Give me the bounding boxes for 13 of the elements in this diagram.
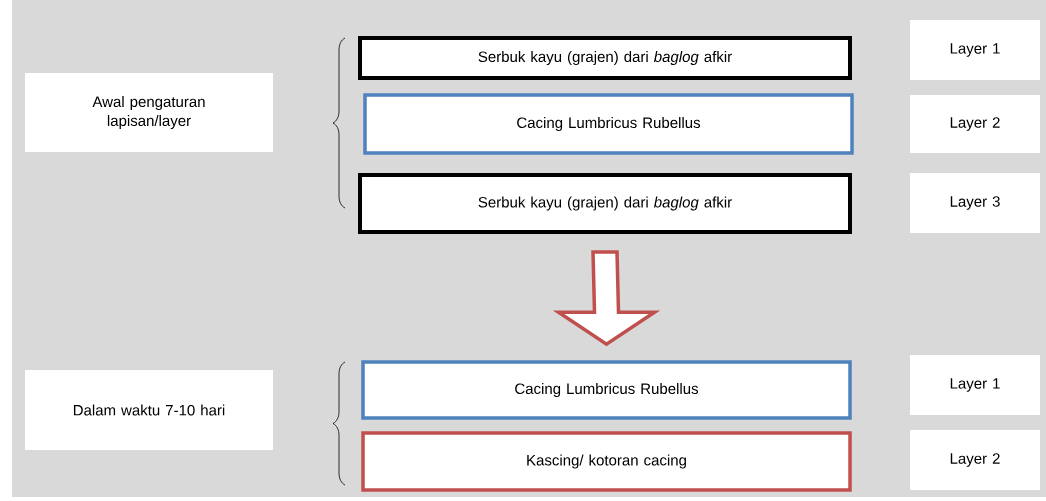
layer-box: Serbuk kayu (grajen) dari baglog afkir bbox=[358, 173, 852, 234]
note-box: Dalam waktu 7-10 hari bbox=[25, 370, 273, 450]
layer-box: Serbuk kayu (grajen) dari baglog afkir bbox=[358, 36, 852, 80]
block-arrow bbox=[552, 250, 661, 347]
layer-label: Layer 1 bbox=[910, 20, 1040, 80]
layer-box: Cacing Lumbricus Rubellus bbox=[361, 360, 852, 420]
layer-box: Cacing Lumbricus Rubellus bbox=[363, 93, 854, 155]
layer-label: Layer 2 bbox=[910, 95, 1040, 153]
note-box: Awal pengaturan lapisan/layer bbox=[25, 73, 273, 152]
layer-box: Kascing/ kotoran cacing bbox=[361, 431, 852, 492]
layer-label: Layer 2 bbox=[910, 430, 1040, 490]
layer-label: Layer 1 bbox=[910, 355, 1040, 415]
layer-label: Layer 3 bbox=[910, 173, 1040, 233]
